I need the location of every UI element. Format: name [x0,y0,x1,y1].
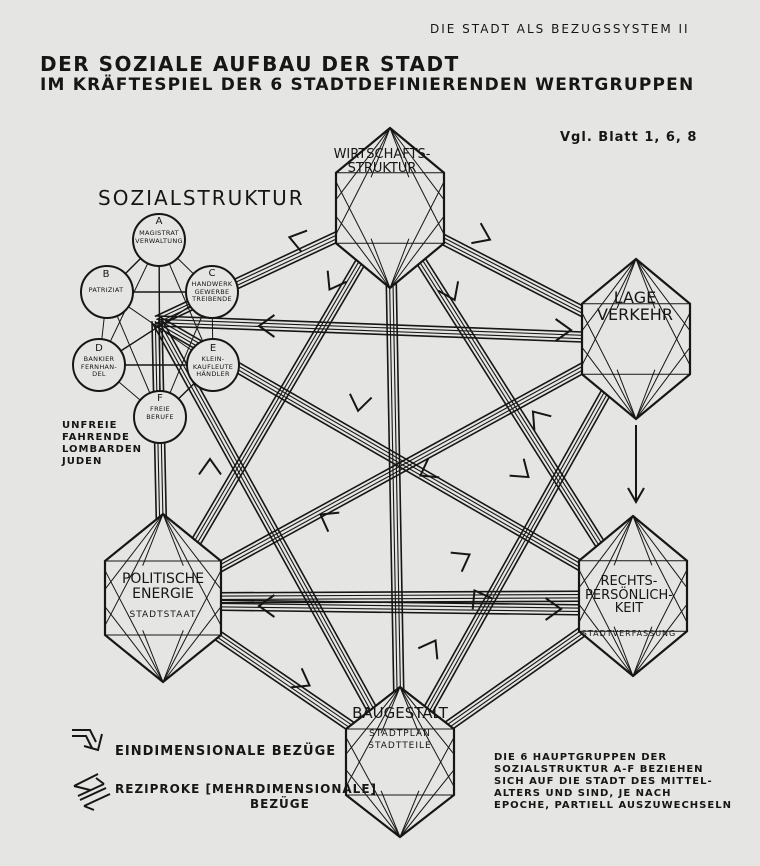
connector-band [163,591,633,593]
relation-arrow [199,459,221,474]
node-sub-bau: STADTPLAN STADTTEILE [345,728,455,752]
circle-text-c: HANDWERK GEWERBE TREIBENDE [177,281,247,304]
title-line-2: IM KRÄFTESPIEL DER 6 STADTDEFINIERENDEN … [40,75,694,95]
node-label-lage: LAGE VERKEHR [580,290,690,324]
circle-text-e: KLEIN- KAUFLEUTE HÄNDLER [178,356,248,379]
connector-band [394,209,637,593]
relation-arrow [259,595,274,617]
reference-note: Vgl. Blatt 1, 6, 8 [560,130,697,145]
legend-one-dimensional-icon [72,736,92,748]
relation-arrow [451,553,470,572]
relation-arrow [418,640,437,659]
relation-arrow [291,668,310,687]
relation-arrow [259,315,274,337]
legend-reciprocal: REZIPROKE [MEHRDIMENSIONALE] [115,782,377,796]
legend-reciprocal-2: BEZÜGE [250,797,310,811]
node-label-bau: BAUGESTALT [340,706,460,722]
relation-arrow [350,394,372,411]
node-label-wirtschaft: WIRTSCHAFTS- STRUKTUR [327,148,437,175]
relation-arrow [289,231,307,252]
legend-reciprocal-icon [74,774,104,796]
circle-text-f: FREIE BERUFE [125,406,195,421]
node-sub-recht: STADTVERFASSUNG [569,629,689,638]
relation-arrow [533,412,551,431]
node-label-recht: RECHTS- PERSÖNLICH- KEIT [574,575,684,616]
title-line-1: DER SOZIALE AUFBAU DER STADT [40,52,460,76]
connector-band [389,213,632,597]
legend-one-dimensional: EINDIMENSIONALE BEZÜGE [115,744,336,759]
connector-band [163,594,633,596]
circle-letter-e: E [193,343,233,354]
footnote: DIE 6 HAUPTGRUPPEN DER SOZIALSTRUKTUR A-… [494,752,732,812]
circle-letter-b: B [86,269,126,280]
sozialstruktur-label: SOZIALSTRUKTUR [98,186,305,210]
node-label-politik: POLITISCHE ENERGIE [103,572,223,601]
node-sub-politik: STADTSTAAT [108,610,218,620]
sheet-tag: DIE STADT ALS BEZUGSSYSTEM II [430,22,690,36]
circle-letter-a: A [139,216,179,227]
circle-text-a: MAGISTRAT VERWALTUNG [124,230,194,245]
circle-text-b: PATRIZIAT [71,287,141,295]
relation-arrow [510,459,529,477]
legend-reciprocal-icon [80,788,110,810]
circle-text-d: BANKIER FERNHAN- DEL [64,356,134,379]
relation-arrow [471,223,490,243]
circle-letter-c: C [192,268,232,279]
side-note: UNFREIE FAHRENDE LOMBARDEN JUDEN [62,420,142,468]
connector-band [163,598,633,600]
circle-letter-f: F [140,393,180,404]
circle-letter-d: D [79,343,119,354]
